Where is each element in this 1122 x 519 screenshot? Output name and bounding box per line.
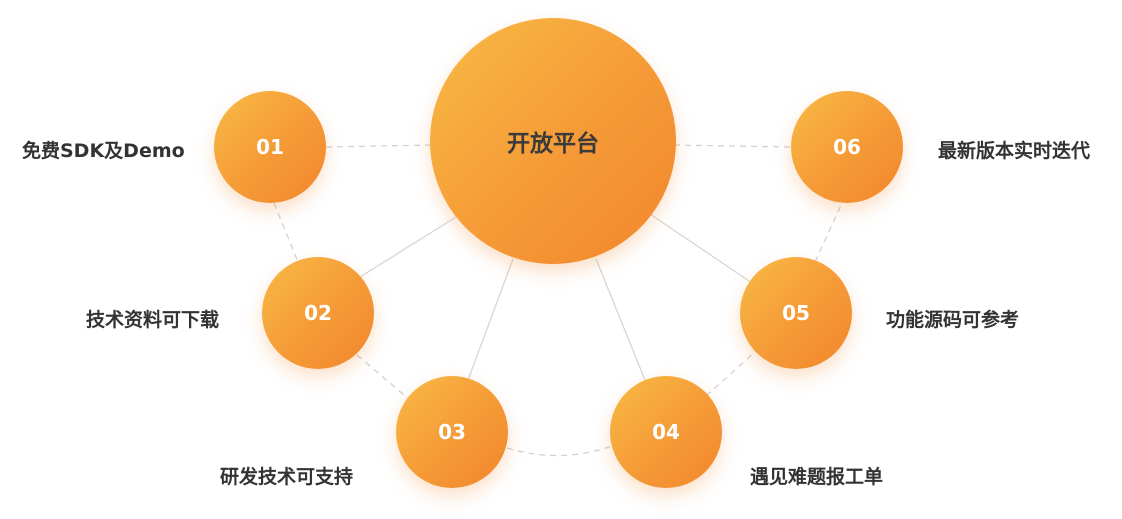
node-06-number: 06 [833, 135, 861, 159]
connector-hub-06 [673, 144, 792, 148]
node-03-circle: 03 [396, 376, 508, 488]
spoke-hub-02 [359, 216, 457, 278]
node-05-label: 功能源码可参考 [886, 309, 1020, 331]
node-06-label: 最新版本实时迭代 [938, 140, 1091, 162]
connector-04-05 [705, 350, 757, 397]
spoke-hub-03 [467, 258, 514, 381]
node-03-number: 03 [438, 420, 466, 444]
connector-05-06 [814, 202, 843, 263]
hub-label: 开放平台 [507, 131, 599, 157]
node-02-circle: 02 [262, 257, 374, 369]
connector-01-02 [273, 202, 299, 263]
connector-01-hub [325, 144, 433, 148]
node-02-label: 技术资料可下载 [86, 309, 220, 331]
spoke-hub-05 [649, 213, 753, 284]
node-02-number: 02 [304, 301, 332, 325]
node-05-circle: 05 [740, 257, 852, 369]
node-03-label: 研发技术可支持 [220, 466, 354, 488]
node-04-circle: 04 [610, 376, 722, 488]
dashed-ring [273, 144, 843, 457]
connector-02-03 [356, 354, 411, 401]
node-01-label: 免费SDK及Demo [22, 140, 185, 162]
connector-03-04 [506, 445, 613, 457]
node-01-number: 01 [256, 135, 284, 159]
spoke-hub-04 [595, 258, 646, 381]
node-05-number: 05 [782, 301, 810, 325]
node-04-label: 遇见难题报工单 [750, 466, 884, 488]
hub-spokes [359, 213, 753, 381]
node-06-circle: 06 [791, 91, 903, 203]
hub-circle: 开放平台 [430, 18, 676, 264]
node-01-circle: 01 [214, 91, 326, 203]
node-04-number: 04 [652, 420, 680, 444]
